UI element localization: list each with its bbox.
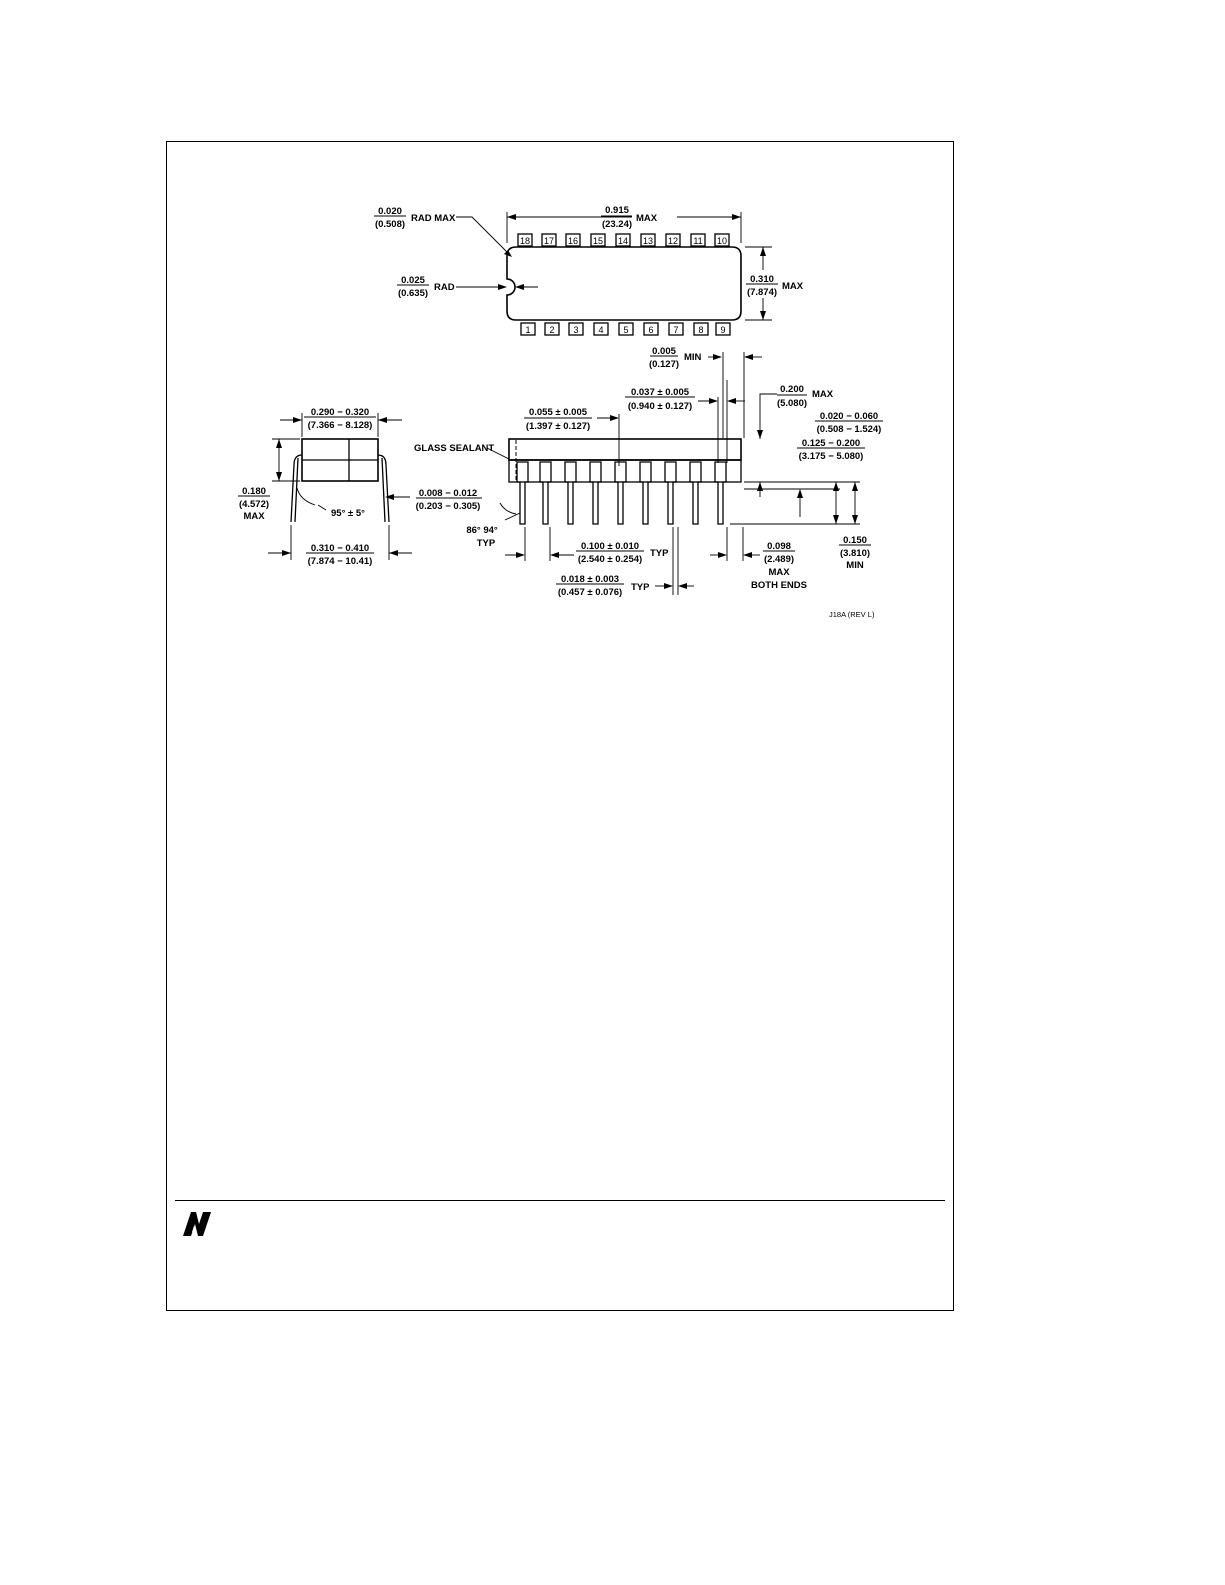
pitch-inch: 0.100 ± 0.010 bbox=[581, 541, 639, 552]
corner-radius-inch: 0.020 bbox=[378, 206, 402, 217]
seated-height-mm: (5.080) bbox=[777, 398, 807, 409]
length-inch: 0.915 bbox=[605, 205, 629, 216]
pin-label: 13 bbox=[643, 236, 653, 246]
end-angle: 95° ± 5° bbox=[331, 508, 365, 519]
end-clearance-note: MAX bbox=[768, 567, 790, 578]
glass-sealant-label: GLASS SEALANT bbox=[414, 443, 494, 454]
lead-angle-note: TYP bbox=[477, 538, 496, 549]
lead-min-note: MIN bbox=[846, 560, 864, 571]
pin-label: 6 bbox=[648, 325, 653, 335]
width-inch: 0.310 bbox=[750, 274, 774, 285]
top-view: 18 17 16 15 14 13 12 11 10 1 2 3 4 5 6 7… bbox=[374, 205, 804, 336]
height-mm: (4.572) bbox=[239, 499, 269, 510]
pin-label: 18 bbox=[520, 236, 530, 246]
width-note: MAX bbox=[782, 281, 804, 292]
lead-length-mm: (3.175 − 5.080) bbox=[799, 451, 864, 462]
pin-label: 4 bbox=[598, 325, 603, 335]
pin-label: 12 bbox=[668, 236, 678, 246]
lead-thickness-mm: (0.203 − 0.305) bbox=[416, 501, 481, 512]
national-semiconductor-logo bbox=[183, 1212, 211, 1236]
pin-label: 9 bbox=[720, 325, 725, 335]
height-note: MAX bbox=[243, 511, 265, 522]
lead-thickness-inch: 0.008 − 0.012 bbox=[419, 488, 477, 499]
top-pin-row: 18 17 16 15 14 13 12 11 10 bbox=[517, 233, 730, 247]
pitch-mm: (2.540 ± 0.254) bbox=[578, 554, 642, 565]
end-clearance-inch: 0.098 bbox=[767, 541, 791, 552]
lead-spread-inch: 0.310 − 0.410 bbox=[311, 543, 369, 554]
side-view: GLASS SEALANT 0.055 ± 0.005 (1.397 ± 0.1… bbox=[414, 346, 883, 598]
pin-label: 14 bbox=[618, 236, 628, 246]
lead-width-inch: 0.018 ± 0.003 bbox=[561, 574, 619, 585]
notch-radius-note: RAD bbox=[434, 282, 455, 293]
width-mm: (7.874) bbox=[747, 287, 777, 298]
lead-angle: 86° 94° bbox=[466, 525, 498, 536]
shoulder-width-mm: (1.397 ± 0.127) bbox=[526, 421, 590, 432]
standoff-mm: (0.127) bbox=[649, 359, 679, 370]
base-height-mm: (0.508 − 1.524) bbox=[817, 424, 882, 435]
length-mm: (23.24) bbox=[602, 219, 632, 230]
bottom-pin-row: 1 2 3 4 5 6 7 8 9 bbox=[520, 322, 731, 336]
pin-label: 2 bbox=[549, 325, 554, 335]
body-width-inch: 0.290 − 0.320 bbox=[311, 407, 369, 418]
pin-label: 3 bbox=[573, 325, 578, 335]
lead-length-inch: 0.125 − 0.200 bbox=[802, 438, 860, 449]
end-clearance-mm: (2.489) bbox=[764, 554, 794, 565]
end-view: 0.290 − 0.320 (7.366 − 8.128) 0.180 (4.5… bbox=[238, 407, 482, 567]
lead-min-mm: (3.810) bbox=[840, 548, 870, 559]
lead-min-inch: 0.150 bbox=[843, 535, 867, 546]
standoff-inch: 0.005 bbox=[652, 346, 676, 357]
end-clearance-note2: BOTH ENDS bbox=[751, 580, 807, 591]
pin-label: 17 bbox=[544, 236, 554, 246]
height-inch: 0.180 bbox=[242, 486, 266, 497]
pin-label: 10 bbox=[717, 236, 727, 246]
base-height-inch: 0.020 − 0.060 bbox=[820, 411, 878, 422]
notch-radius-mm: (0.635) bbox=[398, 288, 428, 299]
footer-rule bbox=[175, 1200, 945, 1201]
pin-label: 15 bbox=[593, 236, 603, 246]
pin-label: 16 bbox=[568, 236, 578, 246]
body-width-mm: (7.366 − 8.128) bbox=[308, 420, 373, 431]
pin-label: 8 bbox=[698, 325, 703, 335]
seated-height-note: MAX bbox=[812, 389, 834, 400]
pin-label: 11 bbox=[693, 236, 702, 246]
lead-width-note: TYP bbox=[631, 582, 650, 593]
page-frame bbox=[166, 141, 954, 1311]
seated-height-inch: 0.200 bbox=[780, 384, 804, 395]
shoulder-width-inch: 0.055 ± 0.005 bbox=[529, 407, 588, 418]
drawing-ref: J18A (REV L) bbox=[829, 610, 875, 619]
pin-label: 1 bbox=[525, 325, 530, 335]
corner-radius-note: RAD MAX bbox=[411, 213, 456, 224]
standoff-note: MIN bbox=[684, 352, 702, 363]
pitch-note: TYP bbox=[650, 548, 669, 559]
lead-spread-mm: (7.874 − 10.41) bbox=[308, 556, 373, 567]
notch-radius-inch: 0.025 bbox=[401, 275, 425, 286]
pin-label: 7 bbox=[673, 325, 678, 335]
pin-label: 5 bbox=[623, 325, 628, 335]
lead-width-upper-mm: (0.940 ± 0.127) bbox=[628, 401, 692, 412]
length-note: MAX bbox=[636, 213, 658, 224]
lead-width-upper-inch: 0.037 ± 0.005 bbox=[631, 387, 690, 398]
corner-radius-mm: (0.508) bbox=[375, 219, 405, 230]
lead-row bbox=[516, 461, 727, 525]
lead-width-mm: (0.457 ± 0.076) bbox=[558, 587, 622, 598]
